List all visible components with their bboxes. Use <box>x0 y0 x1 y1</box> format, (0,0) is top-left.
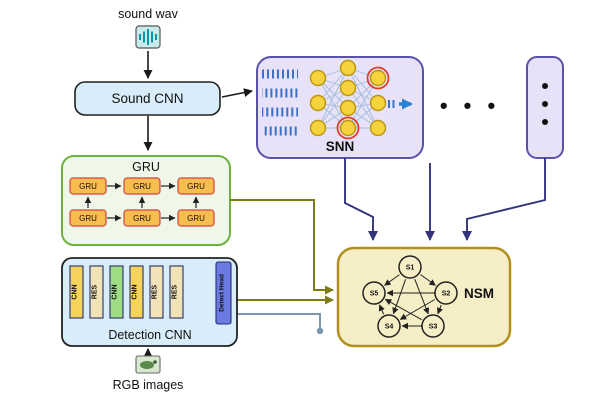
gru-cell: GRU <box>133 182 151 191</box>
sound-cnn-box: Sound CNN <box>74 81 221 116</box>
gru-cell: GRU <box>133 214 151 223</box>
svg-text:S4: S4 <box>385 324 394 331</box>
nsm-box: S1 S2 S3 S4 S5 NSM <box>336 246 512 348</box>
highlighted-neuron-ring <box>366 66 390 90</box>
arrow-lastmodule-to-nsm <box>462 158 546 241</box>
nsm-node-s4: S4 <box>377 314 401 338</box>
detection-cnn-box: CNN RES CNN CNN RES RES Detect Head Dete… <box>61 257 238 347</box>
layer-bar-label: CNN <box>112 284 119 299</box>
sound-cnn-label: Sound CNN <box>111 91 183 106</box>
nsm-node-s5: S5 <box>362 281 386 305</box>
nsm-label: NSM <box>464 286 494 301</box>
arrow-soundcnn-to-snn <box>221 88 253 98</box>
nsm-node-s2: S2 <box>434 281 458 305</box>
detect-head-label: Detect Head <box>219 274 226 312</box>
sound-wav-icon <box>135 25 161 49</box>
layer-bar-label: CNN <box>132 284 139 299</box>
svg-text:S2: S2 <box>442 291 451 298</box>
snn-label: SNN <box>326 139 355 154</box>
nsm-node-s1: S1 <box>398 255 422 279</box>
gru-box: GRU GRU GRU GRU GRU GRU GRU <box>61 155 231 246</box>
vertical-dots <box>542 83 548 125</box>
junction-dot <box>316 327 324 335</box>
connector-gru-to-nsm <box>230 199 334 295</box>
layer-bar-label: RES <box>152 284 159 299</box>
detect-head-bar: Detect Head <box>215 261 232 325</box>
arrow-snn-to-nsm <box>344 158 378 241</box>
nsm-node-s3: S3 <box>421 314 445 338</box>
highlighted-neuron-ring <box>336 116 360 140</box>
gru-cell: GRU <box>79 182 97 191</box>
gru-cell: GRU <box>187 182 205 191</box>
nsm-edges <box>378 274 443 330</box>
snn-box: SNN <box>256 56 424 159</box>
svg-text:S5: S5 <box>370 291 379 298</box>
layer-bar-label: RES <box>172 284 179 299</box>
rgb-images-icon <box>135 355 161 374</box>
rgb-images-label: RGB images <box>113 378 184 392</box>
layer-bar-label: CNN <box>72 284 79 299</box>
svg-text:S3: S3 <box>429 324 438 331</box>
svg-text:S1: S1 <box>406 265 415 272</box>
gru-cell: GRU <box>79 214 97 223</box>
more-modules-box <box>526 56 564 159</box>
sound-wav-label: sound wav <box>118 7 179 21</box>
gru-internal-arrows <box>84 182 200 222</box>
gru-cells: GRU GRU GRU GRU GRU GRU <box>69 177 215 227</box>
spike-trains <box>262 69 298 136</box>
detection-layer-bars: CNN RES CNN CNN RES RES <box>69 265 184 319</box>
connector-detecthead-junction <box>232 313 321 328</box>
detection-cnn-label: Detection CNN <box>108 328 191 342</box>
ellipsis-dots: • • • <box>440 93 500 118</box>
layer-bar-label: RES <box>92 284 99 299</box>
snn-neurons <box>309 59 387 137</box>
gru-label: GRU <box>132 160 160 174</box>
gru-cell: GRU <box>187 214 205 223</box>
